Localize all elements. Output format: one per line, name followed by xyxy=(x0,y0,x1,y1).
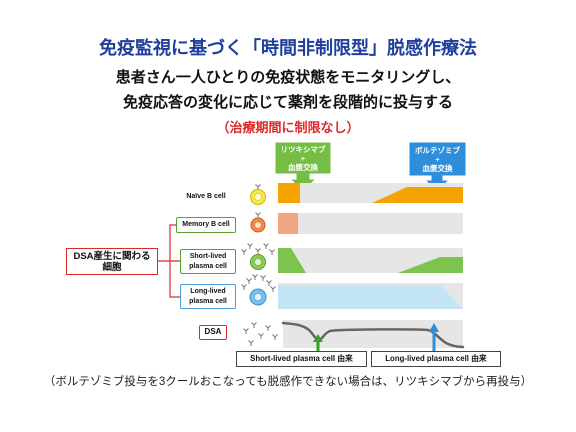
naive-b-cell-level-initial xyxy=(278,183,300,203)
row-label-text: Long-lived xyxy=(190,287,226,295)
short-lived-plasma-cell-level-initial xyxy=(278,248,306,273)
slide-title: 免疫監視に基づく「時間非制限型」脱感作療法 xyxy=(99,38,477,58)
dsa-producing-cells-bracket xyxy=(158,224,180,298)
dsa-label: DSA xyxy=(199,325,227,340)
dsa-producing-cells-label: DSA産生に関わる 細胞 xyxy=(66,248,158,275)
group-label-line-1: DSA産生に関わる xyxy=(73,250,151,262)
row-label-text: Memory B cell xyxy=(182,221,230,228)
footnote: （ボルテゾミブ投与を3クールおこなっても脱感作できない場合は、リツキシマブから再… xyxy=(43,376,533,388)
long-lived-plasma-cell-level xyxy=(278,285,463,309)
rituximab-callout-text: リツキシマブ + 血漿交換 xyxy=(275,145,331,172)
memory-b-cell-icon xyxy=(250,212,266,233)
b-cell-receptor-icon xyxy=(255,212,261,218)
callout-procedure: 血漿交換 xyxy=(422,164,453,173)
long-lived-origin-label: Long-lived plasma cell 由来 xyxy=(371,351,501,367)
row-label-text: plasma cell xyxy=(189,262,227,270)
cell-nucleus xyxy=(254,258,262,266)
callout-drug: ボルテゾミブ xyxy=(415,146,460,155)
naive-b-cell-label: Naïve B cell xyxy=(176,192,236,202)
long-lived-plasma-cell-icon xyxy=(241,274,276,306)
callout-plus: + xyxy=(435,155,440,164)
row-label-text: plasma cell xyxy=(189,297,227,305)
cell-nucleus xyxy=(254,292,263,301)
duration-note: （治療期間に制限なし） xyxy=(216,120,360,135)
bortezomib-callout-text: ボルテゾミブ + 血漿交換 xyxy=(409,146,466,173)
antibody-icon xyxy=(241,274,276,292)
callout-procedure: 血漿交換 xyxy=(288,163,318,172)
naive-b-cell-level-recovery xyxy=(372,187,463,203)
short-lived-plasma-cell-level-recovery xyxy=(398,257,463,273)
short-lived-plasma-cell-label: Short-lived plasma cell xyxy=(180,249,236,274)
cell-nucleus xyxy=(254,221,262,229)
up-arrow-icon xyxy=(313,334,323,342)
naive-b-cell-icon xyxy=(250,184,266,205)
dsa-antibody-icons xyxy=(243,322,278,346)
cell-nucleus xyxy=(254,193,262,201)
subtitle-line-1: 患者さん一人ひとりの免疫状態をモニタリングし、 xyxy=(115,69,461,86)
memory-b-cell-level xyxy=(278,213,298,234)
group-label-line-2: 細胞 xyxy=(102,261,122,273)
memory-b-cell-label: Memory B cell xyxy=(176,217,236,233)
short-lived-origin-arrow xyxy=(313,334,323,351)
row-label-text: Naïve B cell xyxy=(186,193,226,200)
short-lived-origin-label: Short-lived plasma cell 由来 xyxy=(236,351,367,367)
row-label-text: DSA xyxy=(204,327,222,336)
row-label-text: Short-lived xyxy=(189,252,227,260)
memory-b-cell-track xyxy=(278,213,463,234)
long-lived-origin-arrow xyxy=(429,323,439,351)
up-arrow-icon xyxy=(429,323,439,332)
dsa-curve xyxy=(281,321,465,349)
callout-drug: リツキシマブ xyxy=(280,145,326,154)
short-lived-plasma-cell-icon xyxy=(241,243,275,270)
long-lived-plasma-cell-label: Long-lived plasma cell xyxy=(180,284,236,309)
callout-plus: + xyxy=(300,154,306,163)
antibody-icon xyxy=(243,322,278,346)
antibody-icon xyxy=(241,243,275,255)
subtitle-line-2: 免疫応答の変化に応じて薬剤を段階的に投与する xyxy=(122,94,453,111)
